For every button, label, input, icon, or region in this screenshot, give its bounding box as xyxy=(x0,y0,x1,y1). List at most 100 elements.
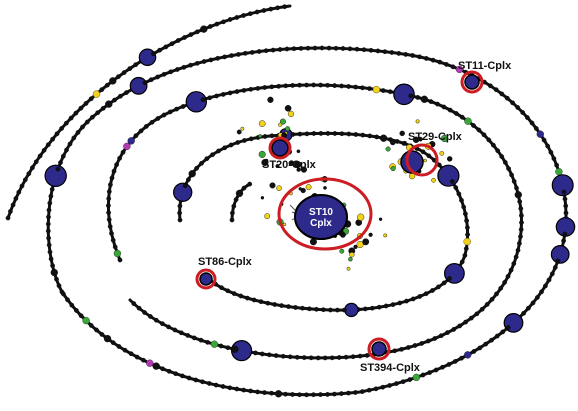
branch-node xyxy=(438,333,444,339)
cluster-node xyxy=(356,240,364,248)
branch-node xyxy=(227,385,233,391)
branch-node xyxy=(45,142,51,148)
branch-node xyxy=(19,183,25,189)
branch-node xyxy=(304,82,309,88)
branch-node xyxy=(242,138,247,143)
branch-node xyxy=(149,119,155,125)
branch-node xyxy=(50,263,55,269)
branch-node xyxy=(48,193,54,199)
branch-node xyxy=(248,86,254,92)
branch-node xyxy=(88,96,94,102)
branch-node xyxy=(153,317,159,323)
branch-node xyxy=(374,134,380,140)
branch-node xyxy=(435,101,440,107)
branch-node xyxy=(225,345,231,351)
branch-node xyxy=(318,82,323,88)
branch-node xyxy=(332,391,337,397)
branch-node xyxy=(372,85,381,94)
branch-node xyxy=(241,13,246,18)
branch-node xyxy=(453,111,459,116)
branch-node xyxy=(333,45,339,51)
branch-node xyxy=(332,83,337,88)
branch-node xyxy=(494,333,500,339)
branch-node xyxy=(506,166,511,171)
branch-node xyxy=(142,80,148,86)
cluster-node xyxy=(385,146,391,152)
branch-node xyxy=(563,210,569,216)
cluster-node xyxy=(346,266,351,271)
branch-node xyxy=(321,307,326,313)
branch-node xyxy=(415,95,421,100)
branch-node xyxy=(437,164,460,187)
branch-node xyxy=(446,362,452,367)
branch-node xyxy=(563,203,569,209)
cluster-node xyxy=(296,149,301,154)
st394-cluster xyxy=(367,337,391,361)
branch-node xyxy=(367,133,373,139)
branch-node xyxy=(178,330,184,336)
branch-node xyxy=(47,249,53,255)
branch-node xyxy=(172,327,178,333)
branch-node xyxy=(543,283,548,289)
branch-node xyxy=(451,327,457,332)
cluster-node xyxy=(383,233,388,238)
cluster-node xyxy=(339,248,345,254)
branch-node xyxy=(390,302,396,307)
branch-node xyxy=(433,367,439,373)
branch-node xyxy=(367,86,372,91)
branch-node xyxy=(231,345,239,353)
cluster-node xyxy=(267,96,274,103)
branch-node xyxy=(360,132,366,138)
branch-node xyxy=(548,149,554,155)
cluster-node xyxy=(258,120,266,127)
branch-node xyxy=(241,185,247,191)
st20-cluster xyxy=(268,136,292,160)
cluster-node xyxy=(264,213,271,220)
branch-node xyxy=(99,332,105,337)
branch-node xyxy=(410,296,416,302)
branch-node xyxy=(198,337,204,343)
branch-node xyxy=(37,153,43,159)
branch-node xyxy=(269,84,275,90)
branch-node xyxy=(90,114,95,120)
branch-node xyxy=(346,390,351,396)
branch-node xyxy=(498,285,504,291)
st20-label: ST20-Cplx xyxy=(262,159,317,171)
branch-node xyxy=(515,247,521,253)
branch-node xyxy=(462,253,468,258)
branch-node xyxy=(308,355,314,361)
branch-node xyxy=(450,64,456,70)
branch-node xyxy=(533,126,539,131)
branch-node xyxy=(236,52,241,57)
branch-node xyxy=(220,384,226,389)
branch-node xyxy=(270,47,276,53)
branch-node xyxy=(335,307,340,313)
branch-node xyxy=(447,107,453,113)
branch-node xyxy=(311,392,316,398)
branch-node xyxy=(344,302,359,318)
branch-node xyxy=(382,49,388,55)
branch-node xyxy=(430,57,436,63)
cluster-node xyxy=(279,118,286,125)
branch-node xyxy=(510,100,515,106)
cluster-node xyxy=(236,129,242,135)
branch-node xyxy=(551,174,574,197)
branch-node xyxy=(111,168,117,174)
st86-cluster xyxy=(195,268,217,290)
branch-node xyxy=(141,357,146,363)
branch-node xyxy=(207,24,213,29)
branch-node xyxy=(104,82,110,88)
branch-node xyxy=(262,134,268,139)
branch-node xyxy=(235,140,241,145)
branch-node xyxy=(186,375,192,381)
branch-node xyxy=(353,390,358,395)
branch-node xyxy=(304,131,310,137)
branch-node xyxy=(347,46,353,52)
branch-node xyxy=(425,338,431,344)
branch-node xyxy=(307,306,312,312)
branch-node xyxy=(276,83,282,89)
branch-node xyxy=(109,231,114,236)
branch-node xyxy=(127,66,133,71)
branch-node xyxy=(463,211,468,217)
branch-node xyxy=(113,249,122,258)
